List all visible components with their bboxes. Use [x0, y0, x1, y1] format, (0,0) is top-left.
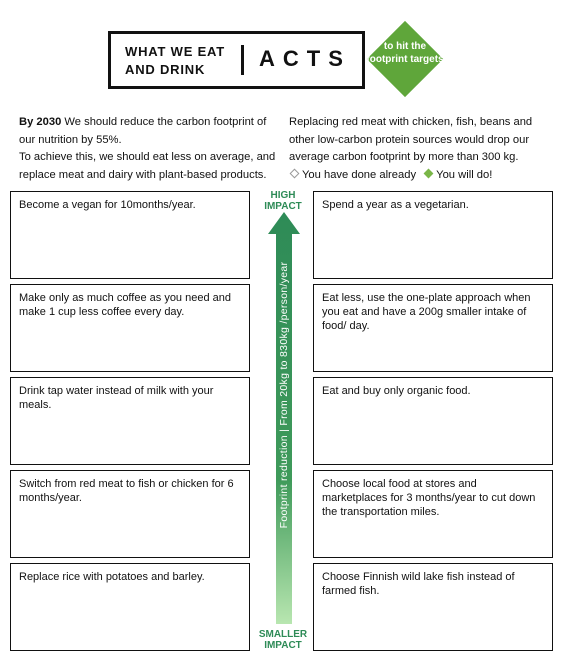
- act-card-left-5[interactable]: Replace rice with potatoes and barley.: [10, 563, 250, 651]
- legend-will: You will do!: [423, 167, 492, 185]
- act-card-left-3[interactable]: Drink tap water instead of milk with you…: [10, 377, 250, 465]
- filled-diamond-icon: [423, 168, 434, 178]
- legend-done: You have done already: [289, 167, 416, 185]
- act-card-right-5[interactable]: Choose Finnish wild lake fish instead of…: [313, 563, 553, 651]
- act-card-left-4[interactable]: Switch from red meat to fish or chicken …: [10, 470, 250, 558]
- act-card-right-4[interactable]: Choose local food at stores and marketpl…: [313, 470, 553, 558]
- smaller-impact-label: SMALLER IMPACT: [258, 629, 308, 651]
- act-card-left-2[interactable]: Make only as much coffee as you need and…: [10, 284, 250, 372]
- act-card-right-3[interactable]: Eat and buy only organic food.: [313, 377, 553, 465]
- target-badge-text: to hit the footprint targets: [366, 41, 444, 65]
- legend-done-label: You have done already: [302, 168, 417, 181]
- title-divider: [241, 45, 244, 75]
- intro-goal-text: We should reduce the carbon footprint of…: [19, 116, 267, 146]
- high-impact-label: HIGH IMPACT: [264, 190, 302, 212]
- act-card-right-1[interactable]: Spend a year as a vegetarian.: [313, 191, 553, 279]
- legend-will-label: You will do!: [436, 168, 493, 181]
- intro-year: By 2030: [19, 116, 62, 128]
- impact-arrow-icon: [268, 212, 300, 624]
- intro-achieve-text: To achieve this, we should eat less on a…: [19, 151, 276, 181]
- intro-replace-text: Replacing red meat with chicken, fish, b…: [289, 116, 533, 163]
- act-card-left-1[interactable]: Become a vegan for 10months/year.: [10, 191, 250, 279]
- target-badge: to hit the footprint targets: [366, 20, 444, 98]
- footprint-axis-label: Footprint reduction | From 20kg to 830kg…: [278, 261, 290, 529]
- empty-diamond-icon: [289, 168, 300, 178]
- act-card-right-2[interactable]: Eat less, use the one-plate approach whe…: [313, 284, 553, 372]
- title-what-we-eat: WHAT WE EAT AND DRINK: [125, 44, 226, 77]
- title-acts: ACTS: [259, 46, 351, 71]
- intro-right: Replacing red meat with chicken, fish, b…: [289, 114, 557, 184]
- title-box: WHAT WE EAT AND DRINK ACTS: [108, 31, 365, 89]
- intro-left: By 2030 We should reduce the carbon foot…: [19, 114, 281, 184]
